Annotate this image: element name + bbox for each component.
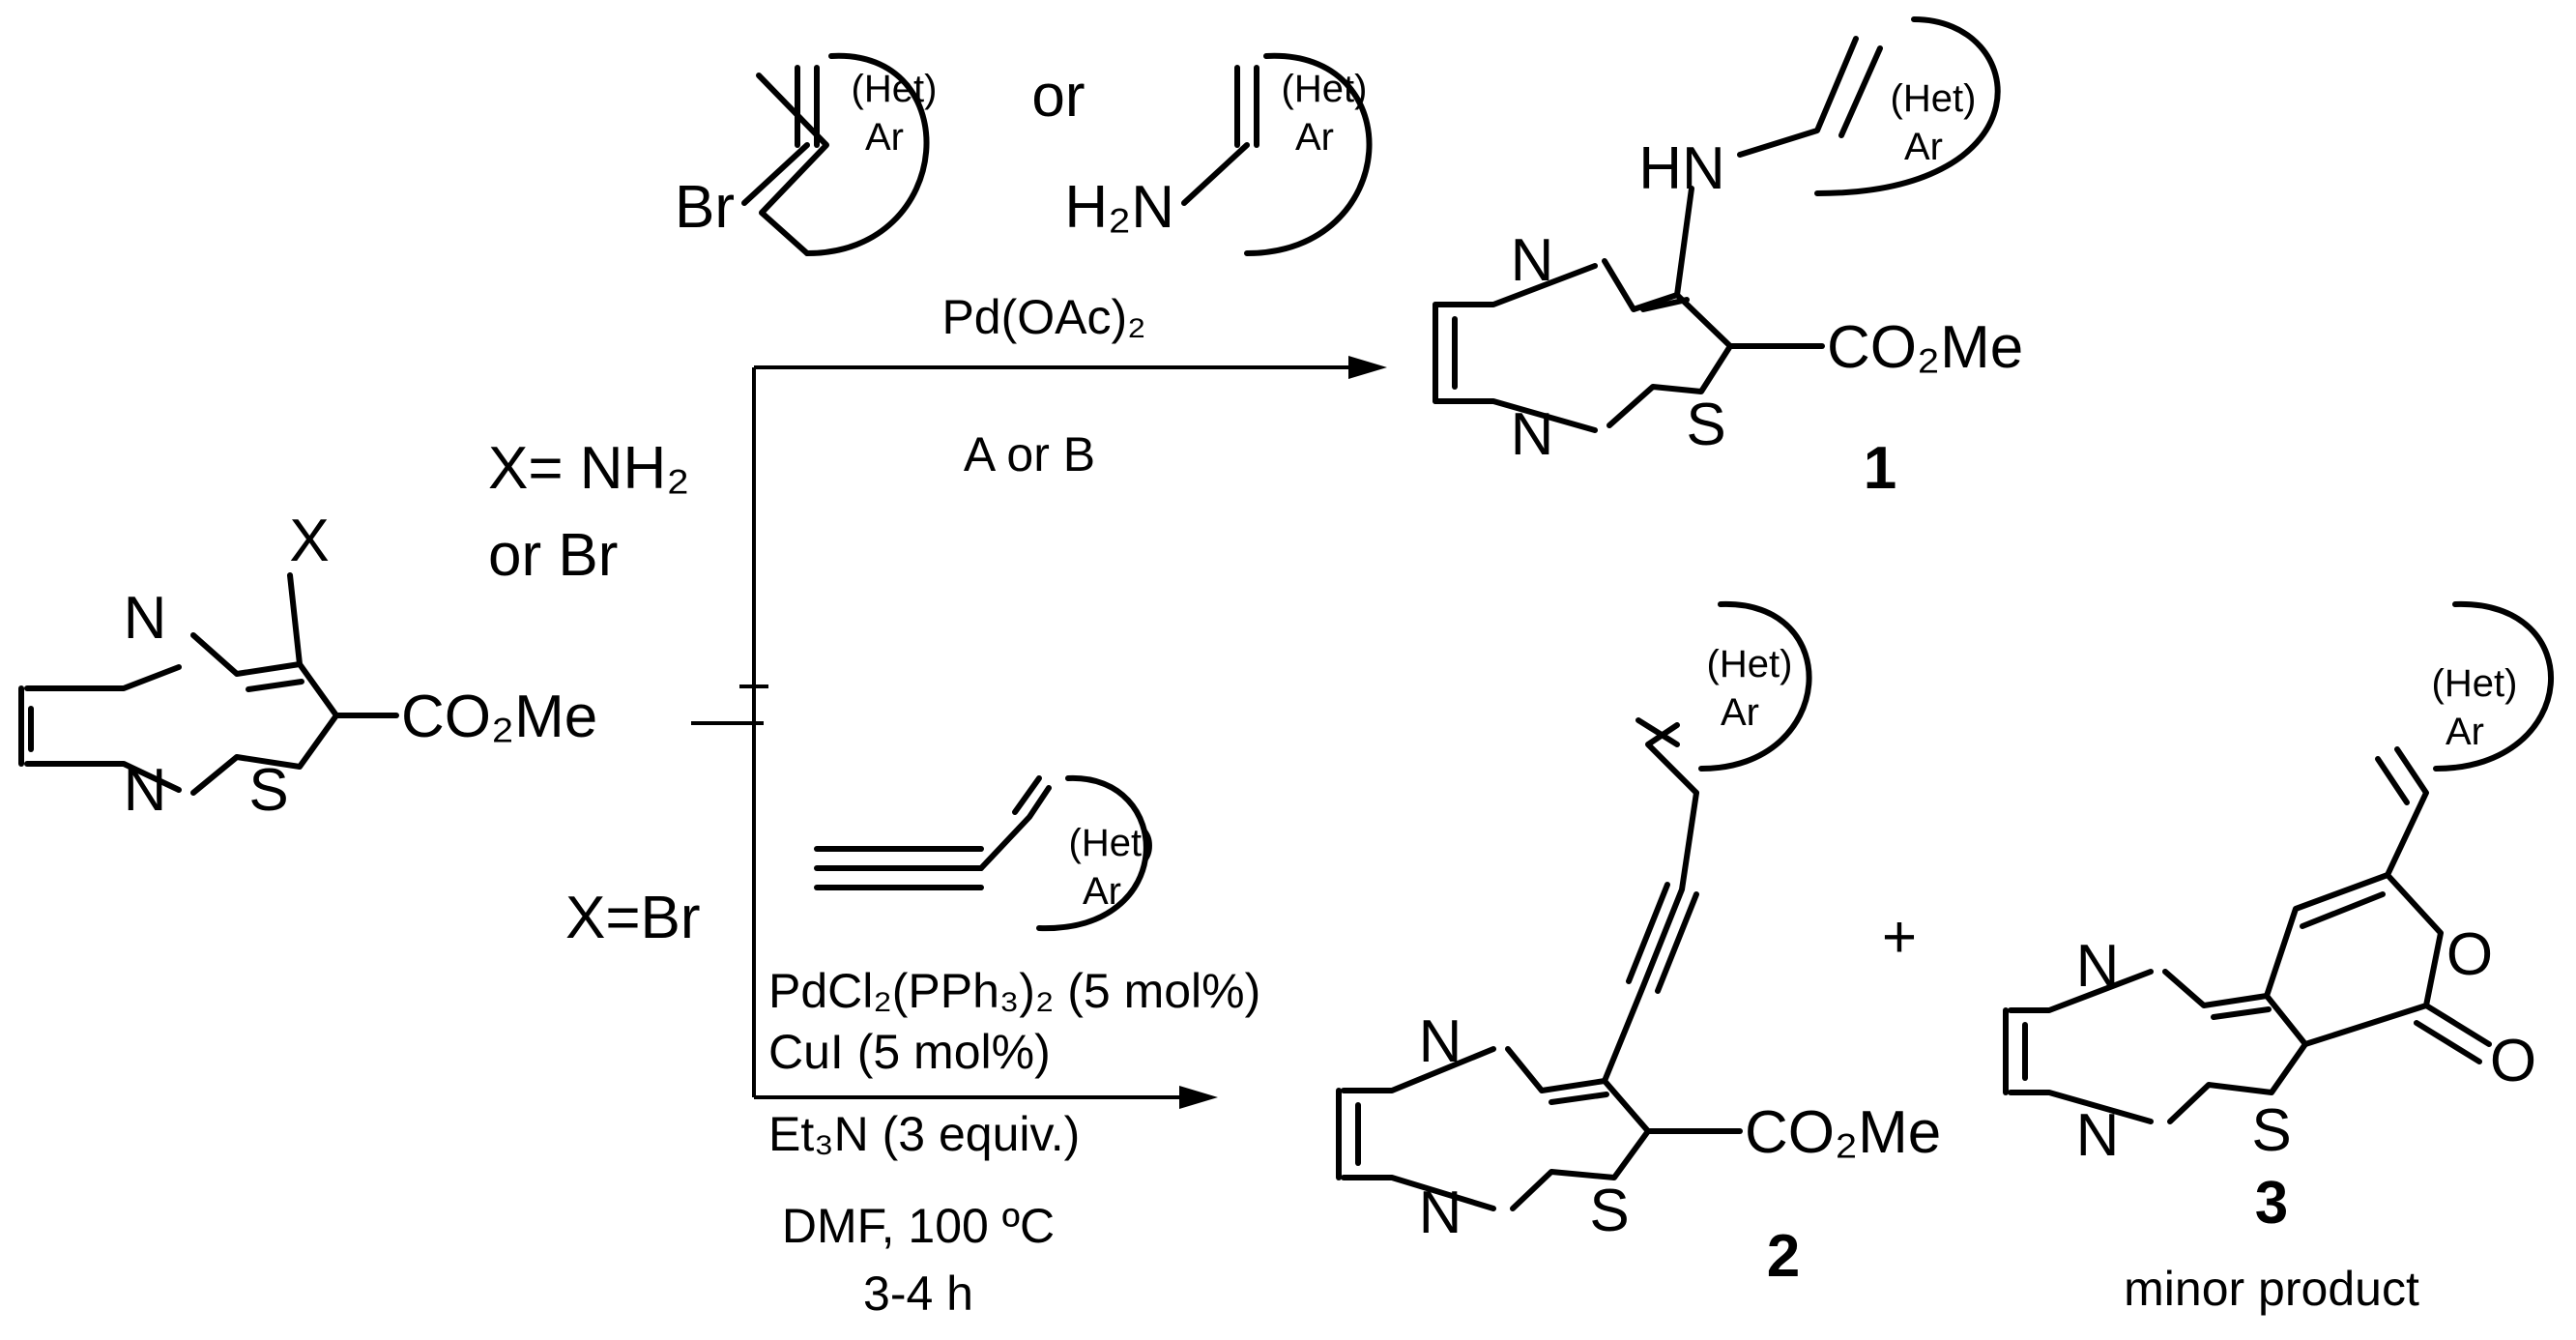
ring-label-het: (Het) xyxy=(852,68,938,110)
product-2-number: 2 xyxy=(1767,1223,1800,1290)
product-1-structure: N N S HN CO₂Me (Het) Ar 1 xyxy=(1433,16,2023,502)
bottom-arrowhead xyxy=(1179,1086,1218,1109)
catalyst-pd-oac2: Pd(OAc)₂ xyxy=(941,290,1145,344)
p2-n-top: N xyxy=(1419,1008,1462,1075)
p2-s: S xyxy=(1589,1178,1629,1244)
product-2-structure: N N S CO₂Me (Het) Ar 2 xyxy=(1336,600,1941,1290)
reagent-aryl-amine: H₂N (Het) Ar xyxy=(1064,52,1373,256)
x-nh2-label: X= NH₂ xyxy=(488,435,689,502)
ring-label-ar: Ar xyxy=(865,116,904,159)
product-3-number: 3 xyxy=(2255,1170,2288,1237)
ring-label-het: (Het) xyxy=(1891,77,1977,120)
cond-et3n: Et₃N (3 equiv.) xyxy=(768,1107,1080,1161)
reagent-enyne: (Het) Ar xyxy=(814,774,1155,932)
p3-n-top: N xyxy=(2076,933,2120,1000)
ring-label-het: (Het) xyxy=(1069,822,1155,864)
sm-s: S xyxy=(248,757,288,824)
ring-label-het: (Het) xyxy=(1282,68,1368,110)
cond-time: 3-4 h xyxy=(863,1267,973,1321)
plus-sign: + xyxy=(1882,904,1917,971)
p3-n-bottom: N xyxy=(2076,1102,2120,1169)
cond-cui: CuI (5 mol%) xyxy=(768,1025,1051,1079)
method-a-or-b: A or B xyxy=(964,427,1095,481)
p1-hn: HN xyxy=(1638,135,1725,202)
sm-n-top: N xyxy=(124,585,167,652)
p2-n-bottom: N xyxy=(1419,1180,1462,1246)
top-arrowhead xyxy=(1348,356,1387,379)
sm-x: X xyxy=(289,508,329,574)
x-br-label: X=Br xyxy=(565,885,701,951)
ring-label-ar: Ar xyxy=(1295,116,1334,159)
p1-n-bottom: N xyxy=(1511,401,1554,468)
minor-product-label: minor product xyxy=(2124,1262,2419,1316)
or-label: or xyxy=(1031,63,1085,130)
p3-s: S xyxy=(2251,1097,2291,1164)
ring-label-ar: Ar xyxy=(1083,870,1121,913)
ring-label-het: (Het) xyxy=(1707,643,1793,685)
ring-label-ar: Ar xyxy=(1904,126,1943,168)
p1-s: S xyxy=(1686,392,1725,458)
product-3-structure: N N S O O (Het) Ar 3 minor product xyxy=(2003,600,2554,1316)
starting-material: N N S X CO₂Me xyxy=(18,508,597,824)
amine-h2n: H₂N xyxy=(1064,174,1174,241)
p1-co2me: CO₂Me xyxy=(1827,314,2023,381)
p2-co2me: CO₂Me xyxy=(1745,1099,1941,1166)
p1-n-top: N xyxy=(1511,227,1554,294)
cond-pd-catalyst: PdCl₂(PPh₃)₂ (5 mol%) xyxy=(768,964,1260,1018)
ring-label-ar: Ar xyxy=(1721,691,1759,734)
ring-label-ar: Ar xyxy=(2446,711,2484,753)
or-br-label: or Br xyxy=(488,522,618,589)
sm-co2me: CO₂Me xyxy=(401,684,597,750)
product-1-number: 1 xyxy=(1864,435,1896,502)
p3-o-carbonyl: O xyxy=(2490,1028,2536,1094)
reagent-aryl-bromide: Br (Het) Ar xyxy=(675,52,938,256)
sm-n-bottom: N xyxy=(124,757,167,824)
bromide-br: Br xyxy=(675,174,735,241)
ring-label-het: (Het) xyxy=(2432,662,2518,705)
cond-solvent-temp: DMF, 100 ºC xyxy=(782,1199,1055,1253)
p3-o-ring: O xyxy=(2446,921,2493,988)
branch-arrows xyxy=(691,356,1387,1109)
